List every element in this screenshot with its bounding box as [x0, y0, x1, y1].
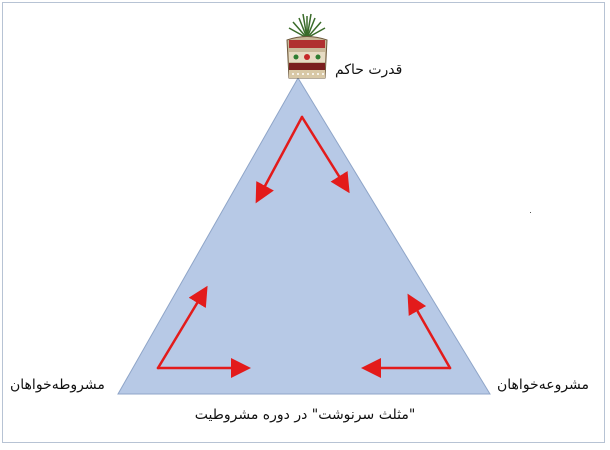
stray-dot [530, 212, 531, 213]
arrow-top-right [300, 115, 350, 194]
triangle-shape [117, 77, 491, 395]
arrow-top-left [255, 115, 304, 204]
arrow-left-up [156, 285, 208, 370]
label-legitimists: مشروعه‌خواهان [497, 377, 590, 393]
label-constitutionalists: مشروطه‌خواهان [10, 377, 105, 393]
arrow-right-up [407, 293, 452, 370]
crown-icon [286, 13, 328, 79]
label-ruling-power: قدرت حاکم [335, 62, 403, 78]
diagram-caption: "مثلث سرنوشت" در دوره مشروطیت [194, 407, 416, 423]
